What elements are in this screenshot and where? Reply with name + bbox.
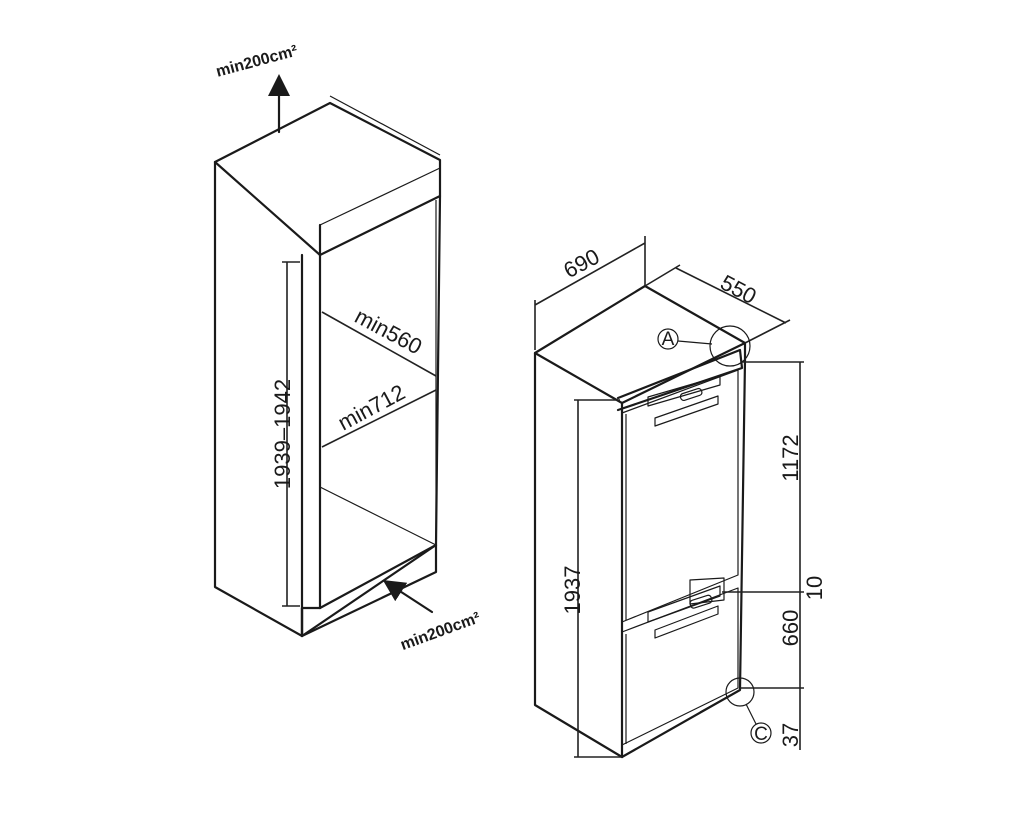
callout-c-circle [725,677,755,707]
callout-a-marker [657,328,679,350]
callout-c-marker [750,722,772,744]
fridge-depth-label: 550 [716,270,760,309]
fridge-appliance: 690 550 1937 1172 10 660 37 A C [533,236,827,759]
bottom-vent-label: min200cm² [398,609,482,654]
gap-label: 10 [802,576,827,600]
fridge-width-label: 690 [559,244,603,283]
upper-door-label: 1172 [778,434,803,481]
callout-c-label: C [754,724,768,745]
cabinet-depth-dimension [321,389,437,448]
cabinet-height-label: 1939–1942 [270,379,295,489]
bottom-vent-arrow [382,580,434,614]
fridge-height-dimension [574,399,622,758]
fridge-right-dimension-chain [722,361,804,750]
cabinet-height-dimension [282,261,300,607]
callout-a-label: A [662,329,675,350]
cabinet-width-dimension [321,311,437,377]
fridge-top-surface [533,284,747,405]
cabinet-top-surface [213,101,442,257]
fridge-width-dimension [534,236,646,350]
upper-door [621,369,739,623]
lower-door-label: 660 [778,610,803,647]
cabinet-width-label: min560 [351,303,426,359]
top-vent-label: min200cm² [214,43,299,81]
cabinet-niche: 1939–1942 min560 min712 min200cm² min200… [213,43,483,654]
lower-door [621,587,739,746]
cabinet-plinth [300,543,438,638]
callout-a-circle [709,325,751,367]
fridge-height-label: 1937 [560,566,585,615]
cabinet-left-face [213,160,304,638]
bottom-gap-label: 37 [778,723,803,747]
cabinet-depth-label: min712 [334,379,409,435]
fridge-depth-dimension [644,264,791,344]
cabinet-inner-floor [318,543,438,610]
